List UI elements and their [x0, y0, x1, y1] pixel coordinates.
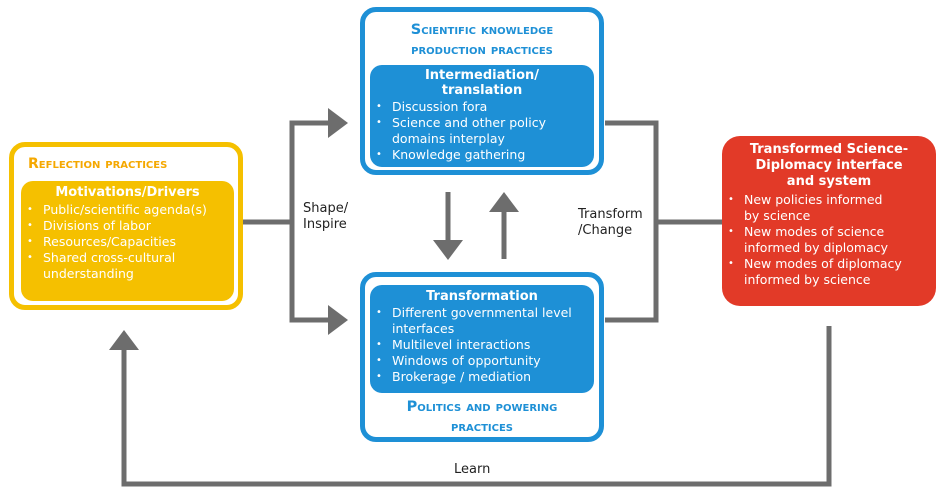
- reflection-practices-box: Reflection practices Motivations/Drivers…: [9, 142, 243, 310]
- arrow-learn: [109, 326, 832, 487]
- politics-title: Politics and powering practices: [406, 399, 558, 435]
- motivations-panel: Motivations/Drivers Public/scientific ag…: [21, 181, 234, 301]
- list-item: Resources/Capacities: [21, 234, 234, 250]
- list-item: Windows of opportunity: [370, 353, 594, 369]
- list-item: Discussion fora: [370, 99, 594, 115]
- list-item: New modes of diplomacy informed by scien…: [722, 256, 936, 288]
- scientific-title: Scientific knowledge production practice…: [410, 22, 554, 58]
- reflection-title: Reflection practices: [28, 156, 168, 172]
- transform-change-label: Transform /Change: [578, 207, 643, 238]
- learn-label: Learn: [454, 462, 491, 477]
- list-item: New policies informed by science: [722, 192, 936, 224]
- motivations-title: Motivations/Drivers: [55, 185, 200, 200]
- list-item: Brokerage / mediation: [370, 369, 594, 385]
- list-item: Knowledge gathering: [370, 147, 594, 163]
- list-item: New modes of science informed by diploma…: [722, 224, 936, 256]
- transformed-system-box: Transformed Science-Diplomacy interface …: [722, 136, 936, 306]
- shape-inspire-label: Shape/ Inspire: [303, 201, 349, 232]
- transformation-panel: Transformation Different governmental le…: [370, 285, 594, 393]
- transformation-title: Transformation: [426, 289, 538, 304]
- intermediation-title: Intermediation/ translation: [424, 68, 540, 98]
- list-item: Divisions of labor: [21, 218, 234, 234]
- list-item: Multilevel interactions: [370, 337, 594, 353]
- politics-practices-box: Transformation Different governmental le…: [360, 272, 604, 442]
- list-item: Science and other policy domains interpl…: [370, 115, 594, 147]
- scientific-practices-box: Scientific knowledge production practice…: [360, 7, 604, 175]
- arrow-to-scientific: [289, 108, 348, 222]
- transformed-title: Transformed Science-Diplomacy interface …: [749, 142, 909, 189]
- list-item: Shared cross-cultural understanding: [21, 250, 234, 282]
- list-item: Public/scientific agenda(s): [21, 202, 234, 218]
- list-item: Different governmental level interfaces: [370, 305, 594, 337]
- intermediation-panel: Intermediation/ translation Discussion f…: [370, 65, 594, 167]
- arrow-to-politics: [289, 222, 348, 335]
